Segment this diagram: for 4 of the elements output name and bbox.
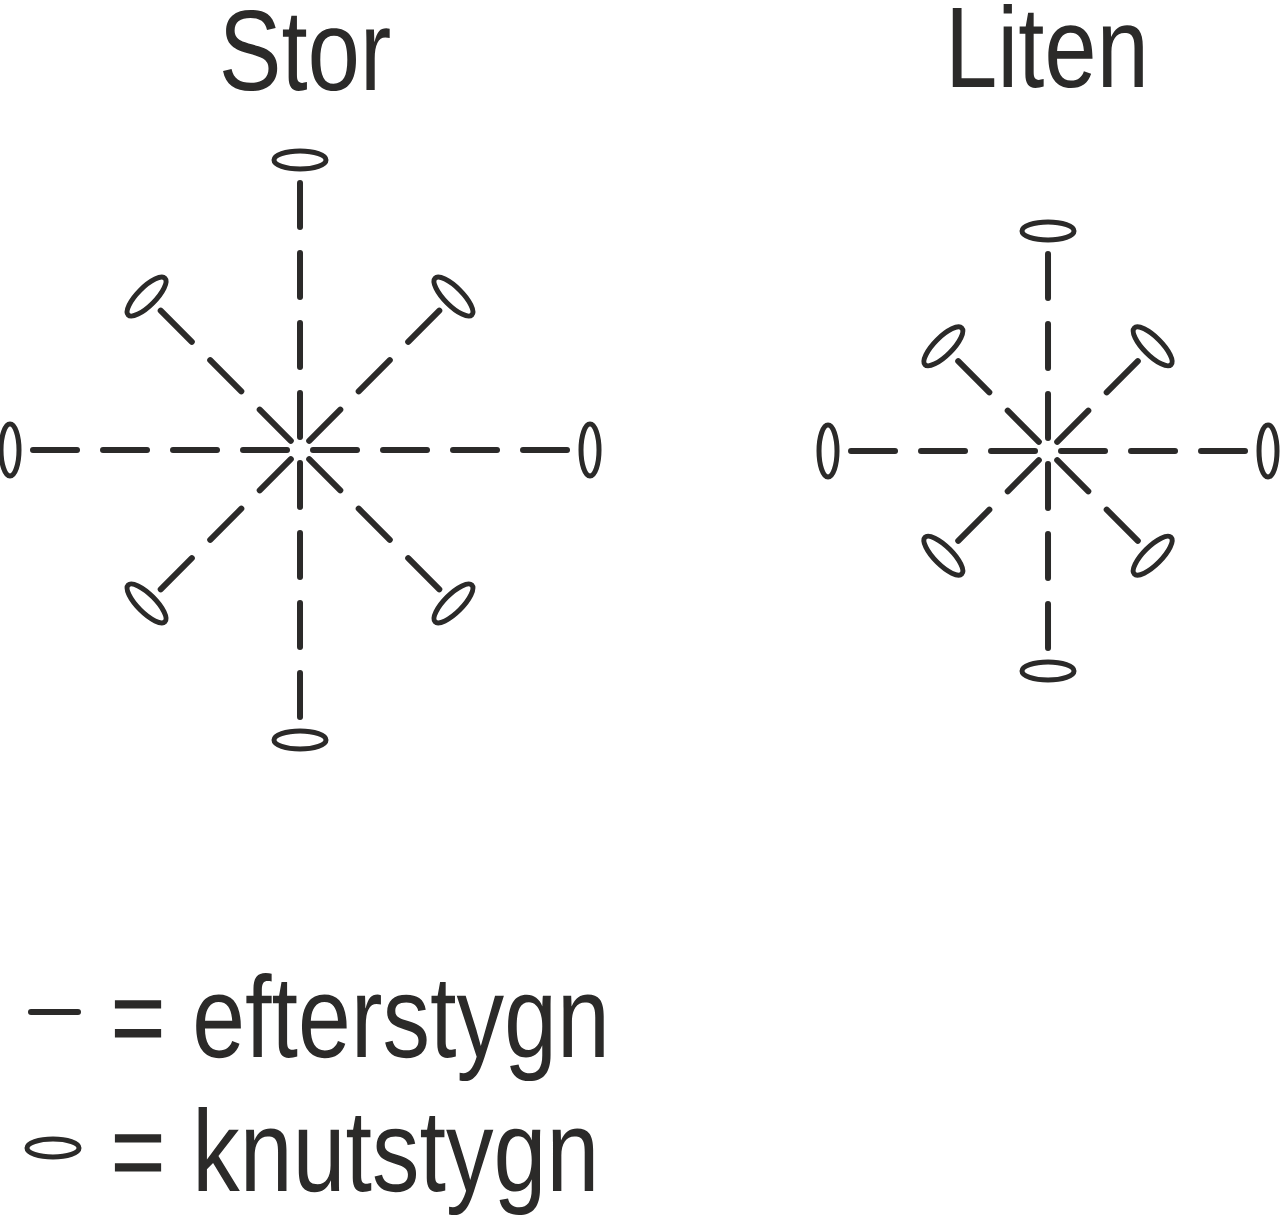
legend-text: = knutstygn (114, 1106, 594, 1216)
panel-heading: Stor (223, 9, 390, 92)
legend-text: = efterstygn (114, 973, 604, 1082)
panel-heading: Liten (952, 3, 1143, 89)
